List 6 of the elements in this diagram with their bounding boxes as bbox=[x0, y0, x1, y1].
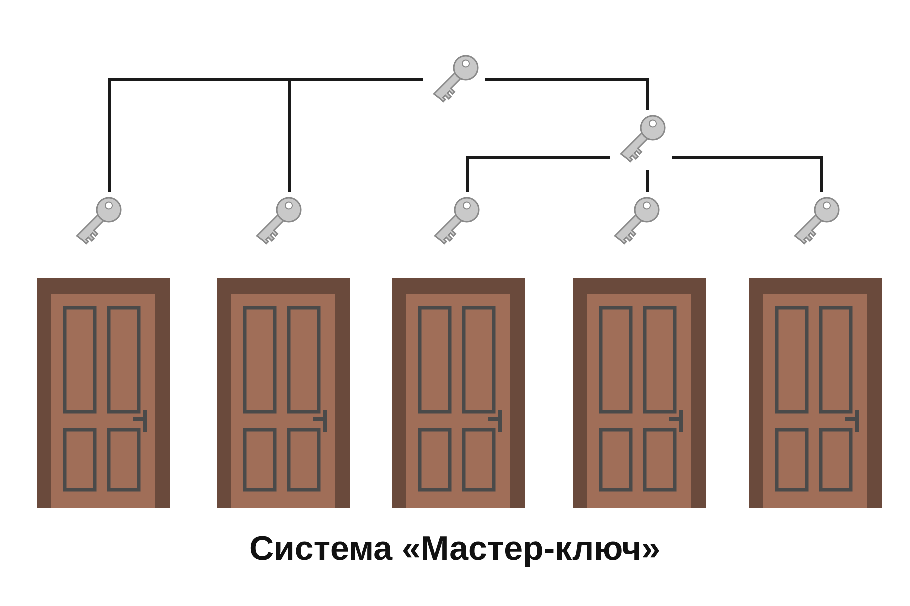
connector-line bbox=[485, 78, 650, 110]
connector-line bbox=[466, 156, 610, 192]
connector-line bbox=[288, 78, 423, 192]
connector-line bbox=[646, 170, 650, 192]
diagram-title: Система «Мастер-ключ» bbox=[248, 530, 662, 569]
connector-line bbox=[672, 156, 824, 192]
